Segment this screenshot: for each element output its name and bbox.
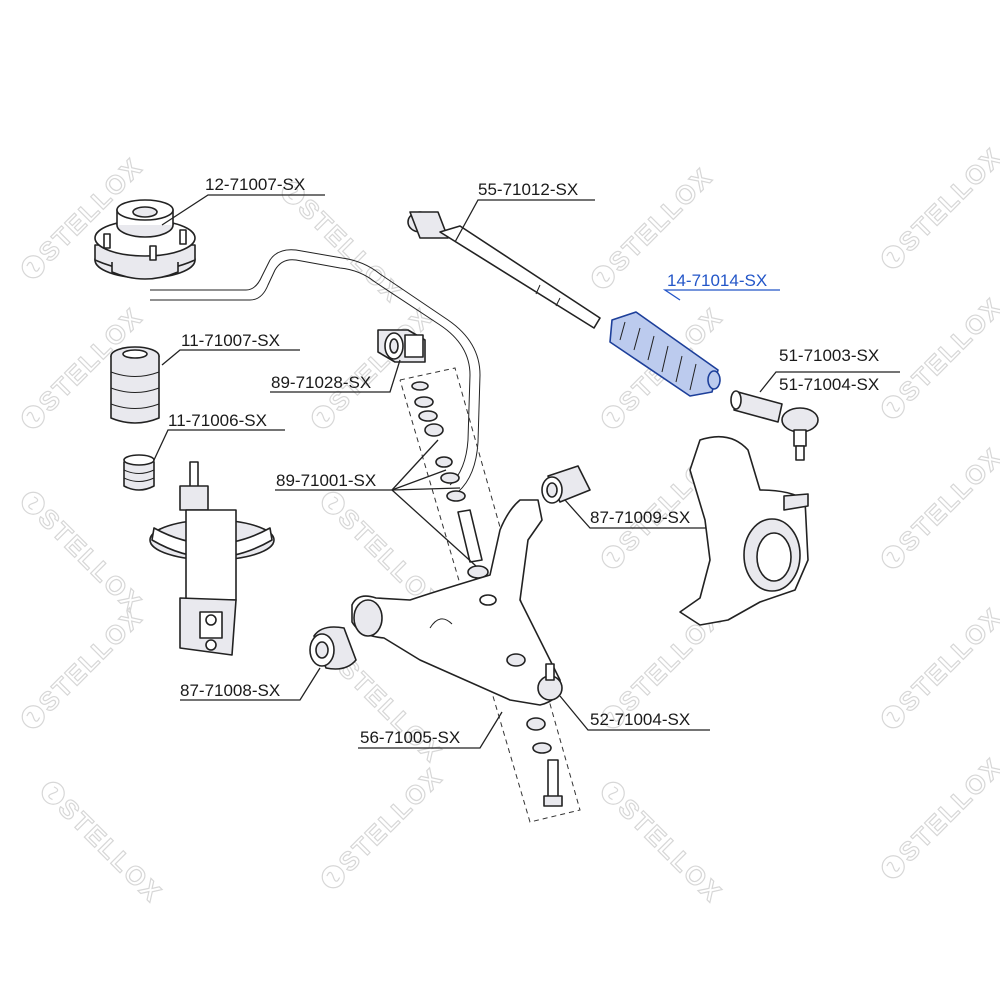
label-ball-joint[interactable]: 52-71004-SX [590, 710, 690, 729]
label-top-mount[interactable]: 12-71007-SX [205, 175, 305, 194]
watermark: STELLOX [893, 602, 1000, 718]
stabilizer-bushing [377, 329, 426, 363]
watermark: STELLOX [613, 793, 729, 909]
label-steering-boot[interactable]: 14-71014-SX [667, 271, 767, 290]
bump-stop [123, 454, 155, 491]
leader-lines [153, 194, 900, 749]
top-mount [94, 199, 196, 280]
label-tie-rod[interactable]: 55-71012-SX [478, 180, 578, 199]
watermark: STELLOX [893, 752, 1000, 868]
tie-rod [407, 211, 601, 329]
watermark: STELLOX [293, 193, 409, 309]
stabilizer-bar [150, 249, 481, 493]
watermark: STELLOX [53, 793, 169, 909]
label-control-arm[interactable]: 56-71005-SX [360, 728, 460, 747]
watermark: STELLOX [893, 442, 1000, 558]
watermark: STELLOX [33, 503, 149, 619]
label-tie-rod-end-b[interactable]: 51-71004-SX [779, 375, 879, 394]
strut [149, 461, 275, 656]
watermark: STELLOX [893, 292, 1000, 408]
rear-arm-bushing [309, 626, 357, 670]
watermark: STELLOX [893, 142, 1000, 258]
tie-rod-end [730, 390, 819, 461]
label-tie-rod-end-a[interactable]: 51-71003-SX [779, 346, 879, 365]
label-bump-stop-cover[interactable]: 11-71007-SX [181, 331, 280, 350]
label-bump-stop[interactable]: 11-71006-SX [168, 411, 267, 430]
control-arm [351, 499, 561, 706]
watermark: STELLOX [33, 602, 149, 718]
watermark: STELLOX [603, 162, 719, 278]
ball-joint [526, 663, 563, 807]
front-arm-bushing [541, 465, 591, 504]
label-rear-arm-bushing[interactable]: 87-71008-SX [180, 681, 280, 700]
steering-boot [609, 311, 721, 397]
label-stabilizer-bushing[interactable]: 89-71028-SX [271, 373, 371, 392]
part-labels: 12-71007-SX 55-71012-SX 14-71014-SX 11-7… [168, 175, 879, 747]
watermark: STELLOX [333, 653, 449, 769]
watermark: STELLOX [333, 762, 449, 878]
label-front-arm-bushing[interactable]: 87-71009-SX [590, 508, 690, 527]
label-stabilizer-link[interactable]: 89-71001-SX [276, 471, 376, 490]
bump-stop-cover [110, 346, 160, 424]
steering-knuckle [679, 435, 809, 626]
stabilizer-link [411, 381, 489, 579]
